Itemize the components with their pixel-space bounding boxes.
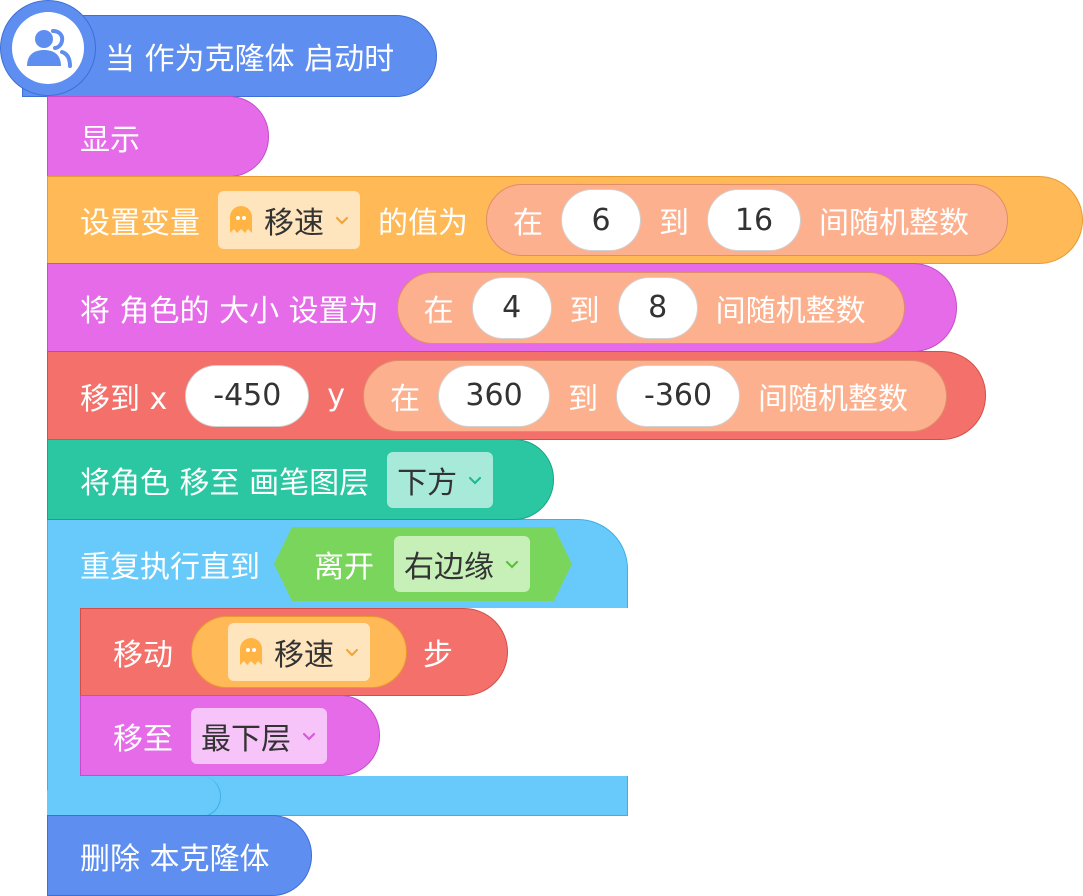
- random-to-label: 到: [569, 293, 600, 329]
- variable-dropdown[interactable]: 移速: [218, 191, 360, 249]
- variable-reporter[interactable]: 移速: [191, 616, 407, 688]
- random-operator[interactable]: 在 360 到 -360 间随机整数: [363, 359, 948, 432]
- random-from-label: 在: [390, 381, 421, 417]
- set-size-label: 将 角色的 大小 设置为: [80, 293, 379, 329]
- goto-xy-block[interactable]: 移到 x -450 y 在 360 到 -360 间随机整数: [47, 351, 986, 440]
- random-tail-label: 间随机整数: [758, 381, 909, 417]
- delete-clone-label: 删除 本克隆体: [80, 841, 270, 877]
- move-steps-block[interactable]: 移动 移速 步: [80, 608, 508, 696]
- repeat-left-arm: [47, 600, 81, 790]
- pen-layer-label: 将角色 移至 画笔图层: [80, 465, 370, 501]
- goto-layer-block[interactable]: 移至 最下层: [80, 695, 380, 776]
- move-label: 移动: [113, 638, 173, 673]
- random-from-label: 在: [423, 293, 454, 329]
- steps-label: 步: [423, 638, 453, 673]
- chevron-down-icon: [504, 556, 520, 572]
- pen-layer-block[interactable]: 将角色 移至 画笔图层 下方: [47, 439, 554, 520]
- goto-layer-label: 移至: [113, 721, 173, 757]
- ghost-icon: [230, 206, 252, 233]
- variable-name: 移速: [264, 206, 324, 241]
- edge-value: 右边缘: [404, 550, 494, 585]
- random-min-input[interactable]: 6: [561, 189, 641, 251]
- layer-position-dropdown[interactable]: 下方: [387, 451, 494, 508]
- clone-users-icon: [0, 0, 96, 96]
- set-var-label: 设置变量: [80, 206, 200, 241]
- random-tail-label: 间随机整数: [715, 293, 866, 329]
- repeat-until-label: 重复执行直到: [80, 550, 260, 585]
- goto-y-label: y: [327, 378, 346, 413]
- chevron-down-icon: [335, 216, 349, 225]
- random-min-input[interactable]: 4: [471, 276, 552, 339]
- random-min-input[interactable]: 360: [438, 364, 551, 427]
- x-input[interactable]: -450: [185, 364, 310, 427]
- random-operator[interactable]: 在 4 到 8 间随机整数: [396, 271, 905, 344]
- set-size-block[interactable]: 将 角色的 大小 设置为 在 4 到 8 间随机整数: [47, 263, 957, 352]
- chevron-down-icon: [302, 732, 316, 741]
- show-block[interactable]: 显示: [47, 96, 269, 177]
- random-operator[interactable]: 在 6 到 16 间随机整数: [486, 184, 1008, 256]
- ghost-icon: [240, 638, 262, 665]
- delete-clone-block[interactable]: 删除 本克隆体: [47, 815, 312, 896]
- random-max-input[interactable]: 16: [707, 189, 801, 251]
- repeat-until-header: 重复执行直到 离开 右边缘: [47, 520, 627, 608]
- variable-dropdown[interactable]: 移速: [228, 623, 370, 681]
- chevron-down-icon: [345, 648, 359, 657]
- touching-edge-condition[interactable]: 离开 右边缘: [274, 527, 572, 601]
- hat-label: 当 作为克隆体 启动时: [105, 42, 395, 77]
- leave-label: 离开: [314, 550, 374, 585]
- goto-x-label: 移到 x: [80, 381, 168, 417]
- random-tail-label: 间随机整数: [819, 206, 969, 241]
- edge-dropdown[interactable]: 右边缘: [394, 536, 530, 592]
- random-max-input[interactable]: -360: [616, 364, 741, 427]
- variable-name: 移速: [274, 638, 334, 673]
- random-to-label: 到: [568, 381, 599, 417]
- chevron-down-icon: [468, 476, 482, 485]
- random-from-label: 在: [513, 206, 543, 241]
- random-max-input[interactable]: 8: [617, 276, 698, 339]
- show-label: 显示: [80, 122, 140, 158]
- set-variable-block[interactable]: 设置变量 移速 的值为 在 6 到 16 间随机整数: [47, 176, 1083, 264]
- layer-position-value: 下方: [397, 465, 458, 501]
- layer-dropdown[interactable]: 最下层: [191, 707, 327, 764]
- random-to-label: 到: [659, 206, 689, 241]
- set-var-mid: 的值为: [378, 206, 468, 241]
- layer-value: 最下层: [201, 721, 291, 757]
